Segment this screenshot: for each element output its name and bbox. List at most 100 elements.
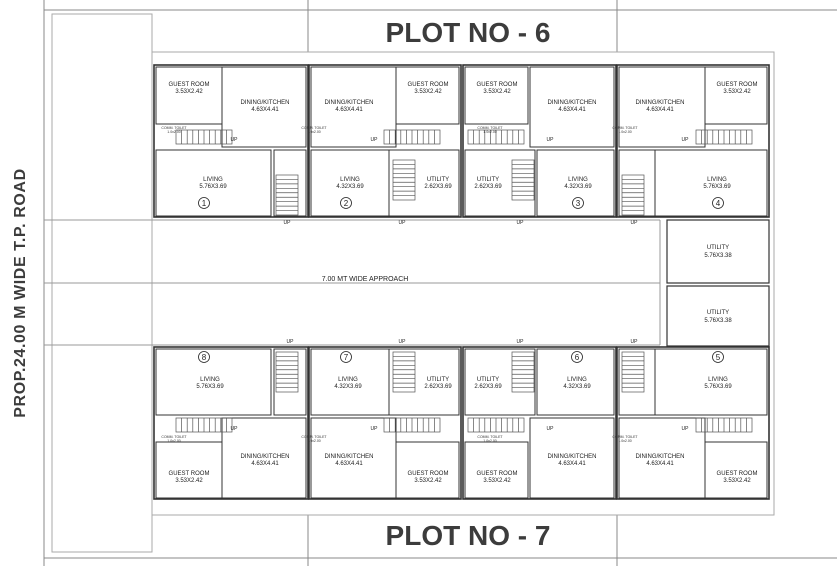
stair-up-label: UP [284,220,292,226]
unit-number: 7 [344,353,349,362]
dining-kitchen-dim: 4.63X4.41 [646,461,674,467]
living-dim: 5.76X3.69 [199,184,227,190]
toilet-label: COMM. TOILET [612,126,638,130]
guest-room-dim: 3.53X2.42 [723,478,751,484]
living-dim: 4.32X3.69 [334,384,362,390]
stair-flight [275,174,299,216]
toilet-size-label: 1.0x2.00 [307,439,320,443]
stair-up-label: UP [231,137,239,143]
unit-number-circle [340,351,352,363]
toilet-label: COMM. TOILET [477,126,503,130]
toilet-label: COMM. TOILET [477,435,503,439]
utility-title: UTILITY [427,177,449,183]
utility-title: UTILITY [477,177,499,183]
plot-label-top: PLOT NO - 6 [386,17,551,48]
unit-number-circle [198,197,210,209]
guest-room-dim: 3.53X2.42 [414,478,442,484]
unit-number: 2 [344,199,349,208]
bottom-walls [155,348,768,499]
guest-room-title: GUEST ROOM [477,471,518,477]
toilet-size-label: 1.0x2.00 [307,130,320,134]
stair-flight [511,351,535,393]
stair-up-label: UP [399,339,407,345]
side-utility-2-title: UTILITY [707,310,729,316]
guest-room-title: GUEST ROOM [717,82,758,88]
dining-kitchen-title: DINING/KITCHEN [324,454,373,460]
dining-kitchen-title: DINING/KITCHEN [635,100,684,106]
unit-number-circle [571,351,583,363]
utility-dim: 2.62X3.69 [474,184,502,190]
stair-flight [392,159,416,201]
plot-label-bottom: PLOT NO - 7 [386,520,551,551]
stair-up-label: UP [631,220,639,226]
stair-up-label: UP [682,426,690,432]
living-title: LIVING [708,377,728,383]
guest-room-dim: 3.53X2.42 [175,478,203,484]
living-title: LIVING [338,377,358,383]
utility-title: UTILITY [427,377,449,383]
bottom-units [153,346,770,500]
side-utility-1-title: UTILITY [707,245,729,251]
guest-room-dim: 3.53X2.42 [723,89,751,95]
unit-number: 1 [202,199,207,208]
stair-flight [392,351,416,393]
dining-kitchen-dim: 4.63X4.41 [335,107,363,113]
dining-kitchen-dim: 4.63X4.41 [335,461,363,467]
side-utility-1-dim: 5.76X3.38 [704,253,732,259]
toilet-size-label: 1.0x2.00 [167,439,180,443]
toilet-size-label: 1.0x2.00 [618,130,631,134]
guest-room-title: GUEST ROOM [169,471,210,477]
stair-flight [511,159,535,201]
stair-up-label: UP [399,220,407,226]
stair-up-label: UP [371,137,379,143]
stair-up-label: UP [631,339,639,345]
living-title: LIVING [200,377,220,383]
living-title: LIVING [707,177,727,183]
approach-road [44,219,661,346]
guest-room-title: GUEST ROOM [477,82,518,88]
stair-treads [175,129,753,433]
road-label: PROP.24.00 M WIDE T.P. ROAD [12,168,29,417]
utility-title: UTILITY [477,377,499,383]
unit-number-circle [712,351,724,363]
toilet-label: COMM. TOILET [301,126,327,130]
toilet-size-label: 1.0x2.00 [483,439,496,443]
living-dim: 4.32X3.69 [564,184,592,190]
living-title: LIVING [567,377,587,383]
utility-dim: 2.62X3.69 [424,384,452,390]
unit-number: 5 [716,353,721,362]
utility-dim: 2.62X3.69 [474,384,502,390]
stair-up-label: UP [517,220,525,226]
dining-kitchen-title: DINING/KITCHEN [324,100,373,106]
stair-up-label: UP [287,339,295,345]
dining-kitchen-title: DINING/KITCHEN [547,100,596,106]
stair-up-label: UP [682,137,690,143]
living-dim: 5.76X3.69 [704,384,732,390]
stair-flight [621,174,645,216]
guest-room-title: GUEST ROOM [408,82,449,88]
dining-kitchen-title: DINING/KITCHEN [240,100,289,106]
living-title: LIVING [568,177,588,183]
unit-number-circle [572,197,584,209]
top-units [153,64,770,218]
dining-kitchen-dim: 4.63X4.41 [251,461,279,467]
toilet-label: COMM. TOILET [612,435,638,439]
dining-kitchen-dim: 4.63X4.41 [646,107,674,113]
dining-kitchen-title: DINING/KITCHEN [240,454,289,460]
guest-room-title: GUEST ROOM [169,82,210,88]
unit-number-circle [712,197,724,209]
stair-up-label: UP [547,137,555,143]
side-utility-rooms [666,219,770,347]
stair-up-label: UP [547,426,555,432]
utility-dim: 2.62X3.69 [424,184,452,190]
guest-room-dim: 3.53X2.42 [414,89,442,95]
living-dim: 4.32X3.69 [563,384,591,390]
living-title: LIVING [203,177,223,183]
unit-number: 8 [202,353,207,362]
stair-up-label: UP [517,339,525,345]
stair-up-label: UP [231,426,239,432]
toilet-label: COMM. TOILET [161,126,187,130]
living-title: LIVING [340,177,360,183]
approach-label: 7.00 MT WIDE APPROACH [322,276,409,283]
